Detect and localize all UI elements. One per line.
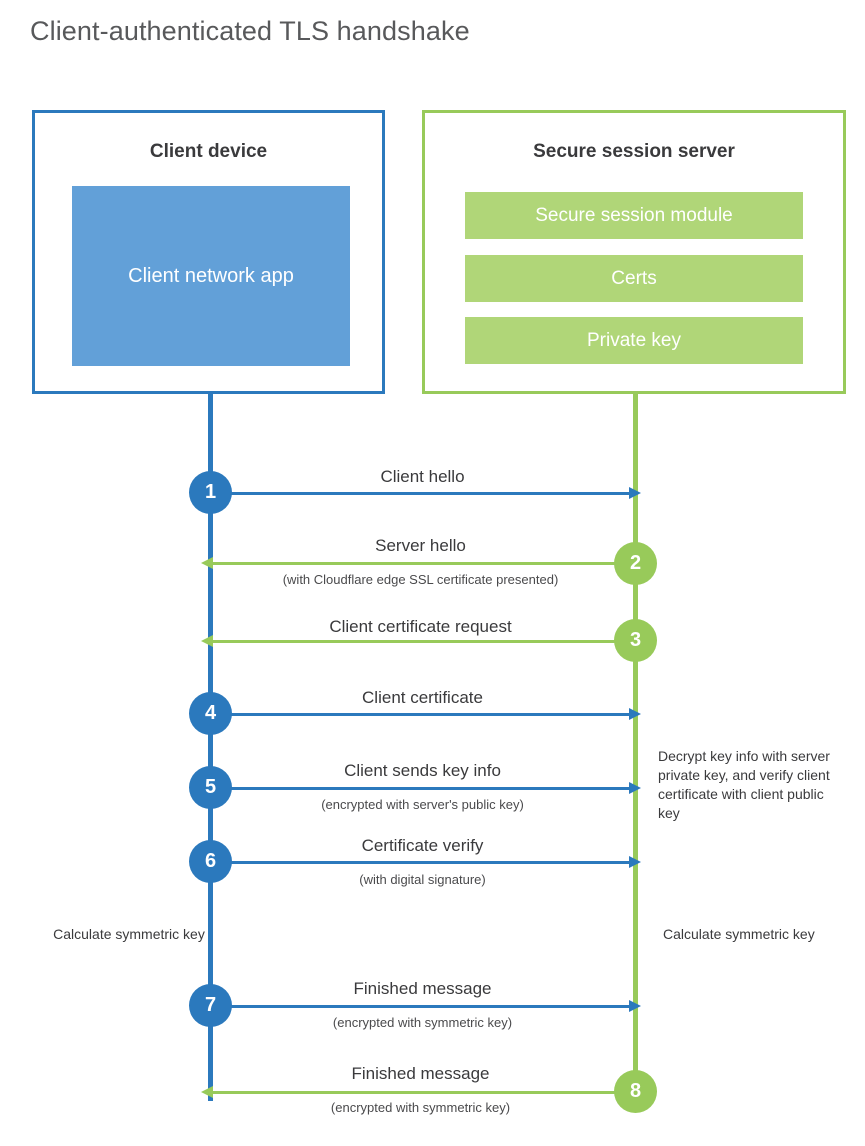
step-circle-7[interactable]: 7 bbox=[189, 984, 232, 1027]
step-circle-1[interactable]: 1 bbox=[189, 471, 232, 514]
arrow-label-step-1: Client hello bbox=[380, 467, 465, 486]
note-server-calculate-symmetric-key: Calculate symmetric key bbox=[663, 926, 815, 942]
note-client-calculate-symmetric-key: Calculate symmetric key bbox=[53, 926, 205, 942]
note-server-decrypt: Decrypt key info with server private key… bbox=[658, 748, 830, 821]
arrowhead-icon bbox=[629, 487, 641, 499]
arrowhead-icon bbox=[629, 856, 641, 868]
arrow-step-7 bbox=[210, 1000, 641, 1012]
arrow-sublabel-step-5: (encrypted with server's public key) bbox=[321, 797, 524, 812]
arrow-step-8 bbox=[201, 1086, 636, 1098]
arrow-sublabel-step-8: (encrypted with symmetric key) bbox=[330, 1100, 511, 1115]
step-circle-2[interactable]: 2 bbox=[614, 542, 657, 585]
arrow-sublabel-step-2: (with Cloudflare edge SSL certificate pr… bbox=[282, 572, 559, 587]
client-lifeline bbox=[208, 393, 213, 1101]
client-device-box: Client device Client network app bbox=[32, 110, 385, 394]
step-circle-8[interactable]: 8 bbox=[614, 1070, 657, 1113]
arrow-sublabel-step-6: (with digital signature) bbox=[359, 872, 486, 887]
client-network-app-block: Client network app bbox=[72, 186, 350, 366]
arrow-label-step-8: Finished message bbox=[351, 1064, 490, 1083]
page-title: Client-authenticated TLS handshake bbox=[30, 16, 470, 46]
step-circle-5[interactable]: 5 bbox=[189, 766, 232, 809]
arrow-step-2 bbox=[201, 557, 636, 569]
arrow-label-step-7: Finished message bbox=[353, 979, 492, 998]
arrow-step-1 bbox=[210, 487, 641, 499]
arrowhead-icon bbox=[201, 1086, 213, 1098]
arrow-label-step-5: Client sends key info bbox=[344, 761, 501, 780]
arrow-step-4 bbox=[210, 708, 641, 720]
secure-session-server-title: Secure session server bbox=[533, 141, 735, 162]
private-key-block: Private key bbox=[465, 317, 803, 364]
arrow-label-step-4: Client certificate bbox=[362, 688, 483, 707]
arrowhead-icon bbox=[201, 635, 213, 647]
step-circle-3[interactable]: 3 bbox=[614, 619, 657, 662]
step-circle-6[interactable]: 6 bbox=[189, 840, 232, 883]
secure-session-module-block: Secure session module bbox=[465, 192, 803, 239]
arrow-step-3 bbox=[201, 635, 636, 647]
arrow-step-5 bbox=[210, 782, 641, 794]
arrow-label-step-3: Client certificate request bbox=[329, 617, 512, 636]
step-circle-4[interactable]: 4 bbox=[189, 692, 232, 735]
secure-session-server-box: Secure session server Secure session mod… bbox=[422, 110, 846, 394]
arrow-step-6 bbox=[210, 856, 641, 868]
arrowhead-icon bbox=[629, 708, 641, 720]
arrow-label-step-6: Certificate verify bbox=[361, 836, 484, 855]
server-lifeline bbox=[633, 393, 638, 1093]
arrow-sublabel-step-7: (encrypted with symmetric key) bbox=[332, 1015, 513, 1030]
client-device-title: Client device bbox=[149, 141, 268, 162]
arrowhead-icon bbox=[629, 1000, 641, 1012]
arrowhead-icon bbox=[629, 782, 641, 794]
arrow-label-step-2: Server hello bbox=[375, 536, 466, 555]
arrowhead-icon bbox=[201, 557, 213, 569]
certs-block: Certs bbox=[465, 255, 803, 302]
